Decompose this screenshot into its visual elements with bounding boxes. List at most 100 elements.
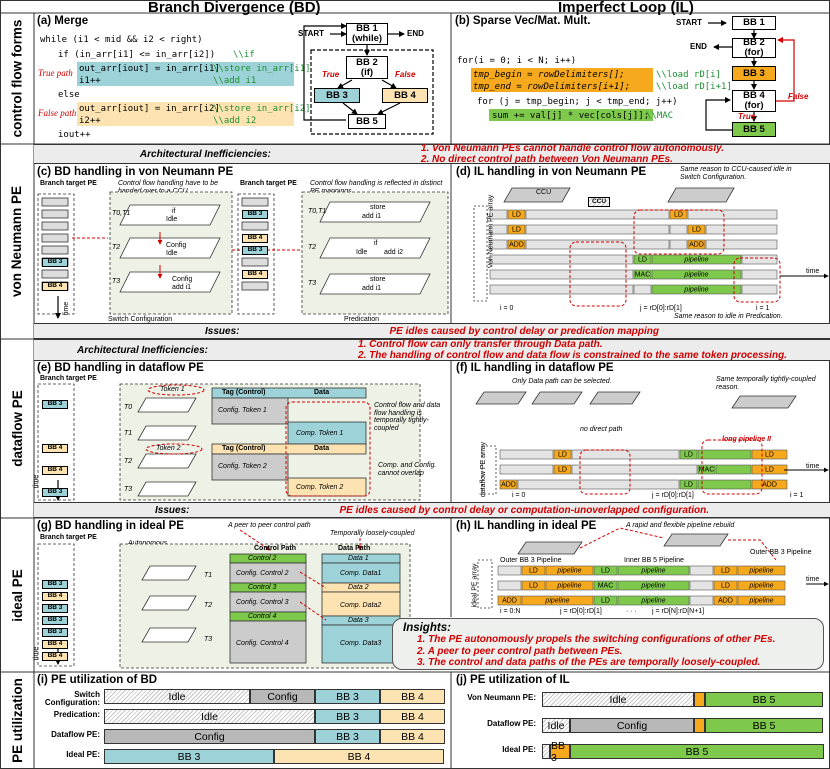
f-cell-label: LD	[684, 482, 693, 489]
f-cell	[715, 464, 752, 475]
g-bt-bb4-3: BB 4	[42, 652, 68, 661]
h-cell	[593, 595, 618, 606]
d-cell	[489, 239, 508, 250]
g-control-2: Control 2	[248, 555, 277, 562]
b-bb3-highlight-2	[471, 80, 653, 92]
f-cell	[553, 464, 572, 475]
d-i1: i = 1	[756, 305, 770, 312]
d-cell	[705, 224, 778, 235]
panel-i-title: (i) PE utilization of BD	[37, 674, 158, 686]
a-start: START	[298, 29, 325, 38]
h-cell-label: MAC	[598, 583, 614, 590]
h-j0: j = rD[0]:rD[1]	[560, 608, 602, 615]
f-cell	[517, 479, 680, 490]
g-data-1: Data 1	[348, 555, 369, 562]
insights-box: Insights: 1. The PE autonomously propels…	[392, 618, 824, 670]
g-config-control-4: Config. Control 4	[236, 640, 289, 647]
h-cell-label: pipeline	[556, 568, 581, 575]
h-cell	[593, 580, 618, 591]
h-cell-label: LD	[601, 598, 610, 605]
f-cell-label: MAC	[699, 467, 715, 474]
j-segment: Idle	[542, 692, 694, 707]
b-code-line-5: sum += val[j] * vec[cols[j]];	[492, 111, 650, 121]
i-segment: Idle	[104, 709, 315, 724]
f-no-direct-path: no direct path	[580, 426, 623, 433]
b-bb2: BB 2(for)	[732, 38, 776, 58]
c-pred-store-2: store	[370, 276, 386, 283]
g-bt-bb3-4: BB 3	[42, 628, 68, 637]
b-bb3: BB 3	[732, 66, 776, 81]
issues2-text: PE idles caused by control delay or comp…	[339, 504, 709, 516]
e-config-token-1: Config. Token 1	[218, 407, 267, 414]
i-segment: Idle	[104, 689, 250, 704]
c-idle-1: Idle	[166, 216, 178, 223]
h-outer-1: Outer BB 3 Pipeline	[500, 557, 562, 564]
f-cell	[499, 449, 554, 460]
h-cell	[689, 580, 714, 591]
g-comp-data-1: Comp. Data1	[340, 570, 382, 577]
a-code-line-8: iout++	[58, 130, 91, 140]
g-data-3: Data 3	[348, 617, 369, 624]
h-cell	[521, 580, 546, 591]
insight-3: 3. The control and data paths of the PEs…	[417, 657, 761, 668]
c-pred-add1-2: add i1	[362, 285, 382, 292]
h-cell-label: ADD	[718, 598, 733, 605]
il-header: Imperfect Loop (IL)	[558, 0, 694, 16]
d-cell	[489, 269, 634, 280]
g-branch-target: Branch target PE	[40, 534, 97, 541]
h-cell-label: pipeline	[748, 568, 773, 575]
c-note-ccu: Control flow handling have to be handed …	[118, 180, 219, 195]
h-rapid: A rapid and flexible pipeline rebuild	[626, 522, 735, 529]
panel-f-title: (f) IL handling in dataflow PE	[456, 362, 614, 374]
g-loose: Temporally loosely-coupled	[330, 530, 415, 537]
i-segment: BB 3	[315, 709, 380, 724]
f-cell	[499, 479, 518, 490]
a-bb1: BB 1(while)	[346, 23, 388, 45]
h-cell	[737, 565, 786, 576]
band1-title: Architectural Inefficiencies:	[139, 148, 271, 160]
insight-1: 1. The PE autonomously propels the switc…	[417, 634, 776, 645]
j-segment: BB 5	[705, 692, 823, 707]
e-note-coupled: Control flow and data flow handling is t…	[374, 402, 441, 433]
panel-j-title: (j) PE utilization of IL	[456, 674, 570, 686]
j-segment: BB 3	[550, 740, 570, 764]
h-cell-label: pipeline	[556, 583, 581, 590]
g-comp-data-2: Comp. Data2	[340, 602, 382, 609]
h-cell-label: LD	[721, 583, 730, 590]
j-segment: Idle	[542, 718, 570, 733]
c-config-1: Config	[166, 242, 187, 249]
c-pred-bb3-2: BB 3	[242, 246, 268, 255]
d-cell-label: pipeline	[683, 287, 708, 294]
i-row-label: Dataflow PE:	[51, 730, 100, 739]
band2-line-1: 1. Control flow can only transfer throug…	[358, 339, 603, 350]
g-bt-bb3-1: BB 3	[42, 580, 68, 589]
d-cell-label: LD	[692, 227, 701, 234]
i-row-label: Ideal PE:	[66, 750, 100, 759]
panel-e-title: (e) BD handling in dataflow PE	[37, 362, 204, 374]
c-idle-2: Idle	[166, 250, 178, 257]
band1-line-1: 1. Von Neumann PEs cannot handle control…	[420, 143, 725, 154]
i-segment: BB 3	[315, 689, 380, 704]
c-pred-add2: add i2	[384, 249, 404, 256]
f-cell-label: LD	[684, 452, 693, 459]
d-cell-label: MAC	[635, 272, 651, 279]
h-cell	[713, 595, 738, 606]
c-predication-label: Predication	[344, 316, 380, 323]
d-cell	[687, 209, 778, 220]
a-true-path-label: True path	[38, 68, 73, 78]
i-segment: Config	[250, 689, 315, 704]
d-cell	[633, 269, 652, 280]
f-cell-label: LD	[765, 467, 774, 474]
h-cell	[689, 565, 714, 576]
a-code-line-6: out_arr[iout] = in_arr[i2]	[79, 104, 220, 114]
d-cell	[741, 269, 778, 280]
e-config-token-2: Config. Token 2	[218, 463, 267, 470]
a-code-line-3: out_arr[iout] = in_arr[i1]	[79, 64, 220, 74]
e-tag-2: Tag (Control)	[222, 445, 266, 452]
a-true-highlight-2	[77, 74, 294, 86]
g-bt-bb4-2: BB 4	[42, 640, 68, 649]
h-cell	[689, 595, 714, 606]
